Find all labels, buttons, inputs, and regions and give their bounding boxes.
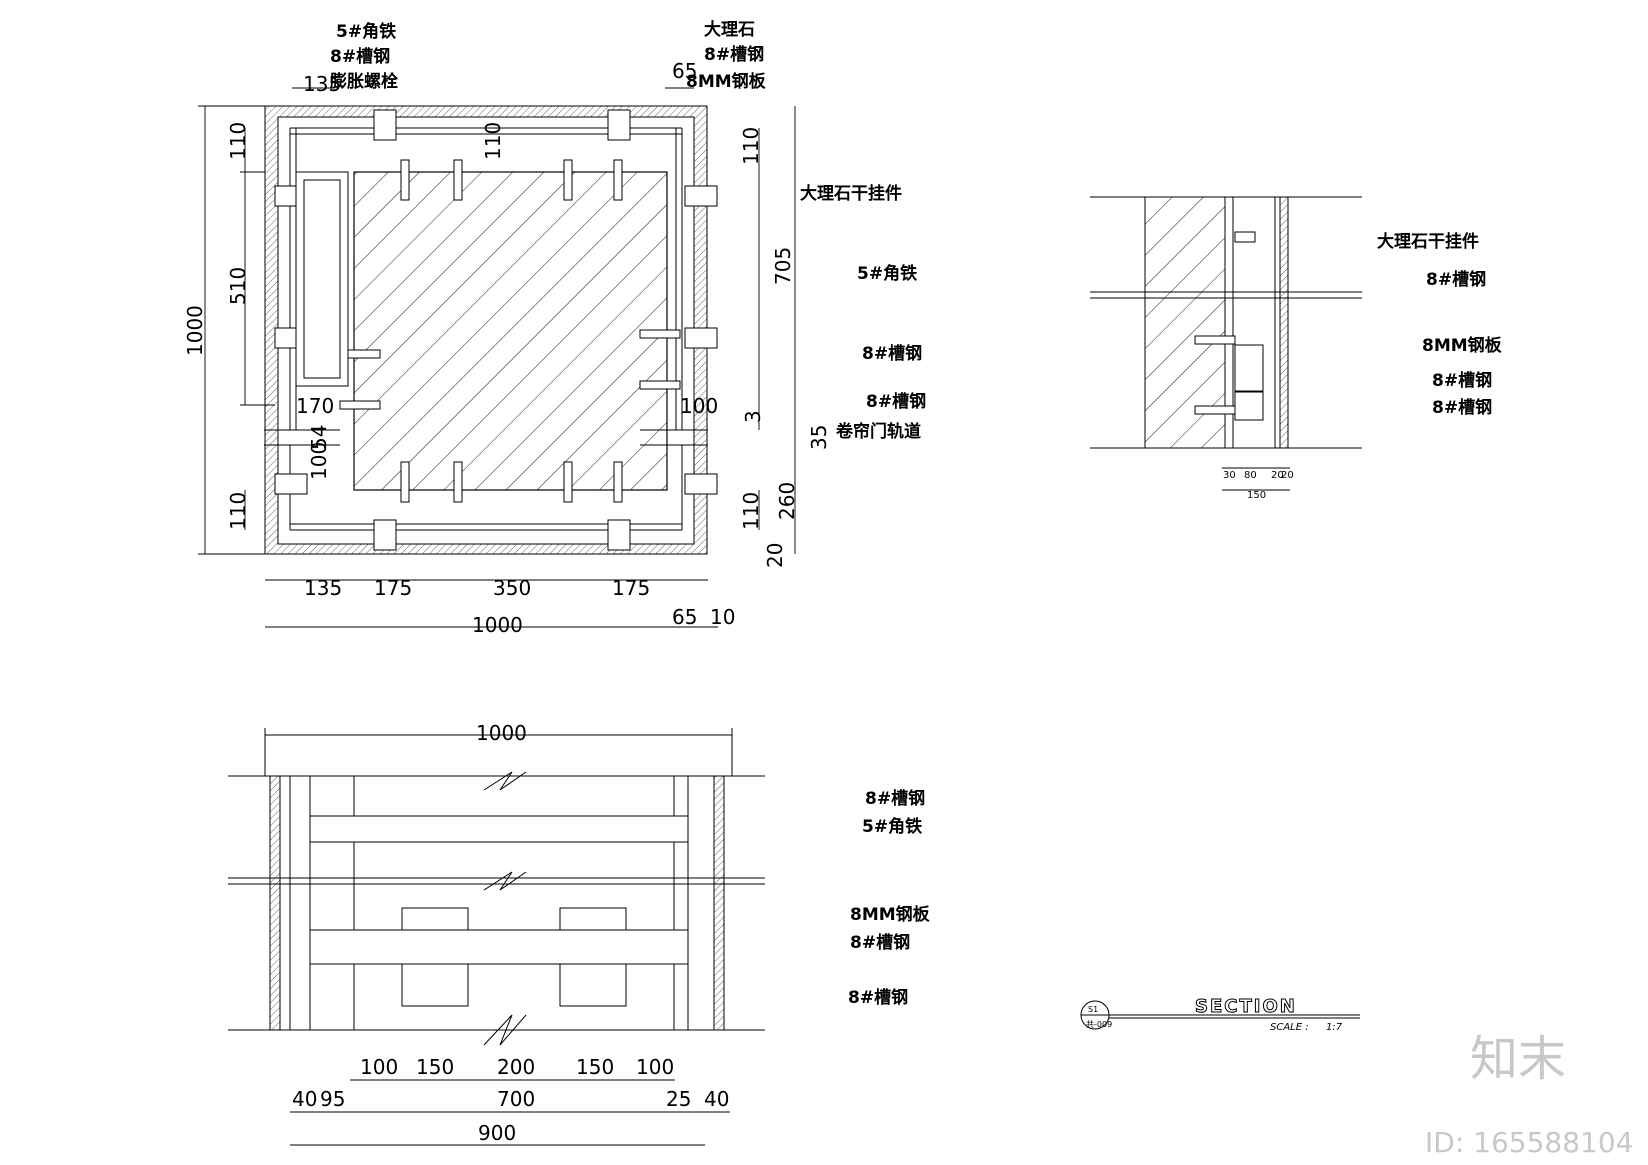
plan-bottom-dim-175-right: 175	[612, 576, 650, 600]
elevation-row2-dim-4: 25	[666, 1087, 691, 1111]
plan-left-dim-110-bottom: 110	[226, 492, 250, 530]
elevation-row2-dim-1: 40	[292, 1087, 317, 1111]
plan-right-dim-110-top: 110	[739, 127, 763, 165]
plan-top-dim-right: 65	[672, 59, 697, 83]
scale-label: SCALE :	[1270, 1022, 1309, 1033]
plan-bottom-dim-350: 350	[493, 576, 531, 600]
section-label-plate: 8MM钢板	[1422, 335, 1503, 356]
elevation-row1-dim-4: 150	[576, 1055, 614, 1079]
plan-top-dim-left: 135	[303, 72, 341, 96]
plan-right-dim-705: 705	[771, 247, 795, 285]
plan-right-dim-260: 260	[775, 482, 799, 520]
section-label-channel-2: 8#槽钢	[1432, 370, 1492, 391]
title-bubble-bottom: 共-009	[1086, 1020, 1112, 1029]
plan-right-dim-20: 20	[763, 543, 787, 568]
plan-right-dim-3: 3	[741, 410, 765, 423]
section-detail	[1090, 196, 1362, 491]
elevation-bottom-total: 900	[478, 1121, 516, 1145]
plan-view	[264, 105, 718, 555]
plan-bottom-dim-175-left: 175	[374, 576, 412, 600]
elevation-top-total: 1000	[476, 721, 527, 745]
watermark-logo: 知末	[1470, 1031, 1566, 1087]
plan-left-dim-510: 510	[226, 267, 250, 305]
plan-side-label-rail: 卷帘门轨道	[835, 421, 921, 442]
drawing-title: SECTION	[1195, 996, 1297, 1017]
section-dim-80: 80	[1244, 470, 1257, 481]
plan-top-left-label-3: 膨胀螺栓	[330, 71, 398, 92]
plan-bottom-dim-135: 135	[304, 576, 342, 600]
plan-top-right-label-1: 大理石	[704, 19, 755, 40]
section-dim-20-a: 20	[1271, 470, 1284, 481]
plan-top-left-label-1: 5#角铁	[336, 21, 396, 42]
section-dim-30: 30	[1223, 470, 1236, 481]
plan-right-dim-110-bottom: 110	[739, 492, 763, 530]
section-text: 大理石干挂件 8#槽钢 8MM钢板 8#槽钢 8#槽钢 30 80 20 20 …	[1223, 231, 1503, 501]
plan-side-label-channel-2: 8#槽钢	[866, 391, 926, 412]
plan-left-dim-110-top: 110	[226, 122, 250, 160]
scale-value: 1:7	[1326, 1022, 1343, 1033]
title-block-text: S1 共-009 SECTION SCALE : 1:7	[1086, 996, 1343, 1034]
plan-text: 5#角铁 8#槽钢 膨胀螺栓 大理石 8#槽钢 8MM钢板 135 65 110…	[183, 19, 926, 637]
plan-bottom-total: 1000	[472, 613, 523, 637]
plan-top-left-label-2: 8#槽钢	[330, 46, 390, 67]
elevation-row2-dim-2: 95	[320, 1087, 345, 1111]
section-label-channel-1: 8#槽钢	[1426, 269, 1486, 290]
elevation-label-channel-3: 8#槽钢	[848, 987, 908, 1008]
plan-inner-dim-110: 110	[481, 122, 505, 160]
elevation-label-channel-1: 8#槽钢	[865, 788, 925, 809]
elevation-row2-dim-3: 700	[497, 1087, 535, 1111]
elevation-label-channel-2: 8#槽钢	[850, 932, 910, 953]
plan-side-label-angle: 5#角铁	[857, 263, 917, 284]
plan-left-dim-1000: 1000	[183, 305, 207, 356]
elevation-row1-dim-3: 200	[497, 1055, 535, 1079]
title-bubble-top: S1	[1088, 1005, 1098, 1014]
plan-side-label-channel-1: 8#槽钢	[862, 343, 922, 364]
elevation-row1-dim-2: 150	[416, 1055, 454, 1079]
elevation-row1-dim-1: 100	[360, 1055, 398, 1079]
plan-top-right-label-3: 8MM钢板	[686, 71, 767, 92]
plan-bottom-dim-10: 10	[710, 605, 735, 629]
plan-right-dim-35: 35	[807, 425, 831, 450]
plan-side-label-clip: 大理石干挂件	[800, 183, 902, 204]
title-block	[1080, 1000, 1360, 1030]
plan-top-right-label-2: 8#槽钢	[704, 44, 764, 65]
plan-left-dim-170: 170	[296, 394, 334, 418]
plan-bottom-dim-65: 65	[672, 605, 697, 629]
elevation-label-angle: 5#角铁	[862, 816, 922, 837]
elevation-label-plate: 8MM钢板	[850, 904, 931, 925]
watermark-id: ID: 165588104	[1425, 1126, 1633, 1159]
plan-dimension-lines	[198, 87, 796, 628]
plan-inner-dim-100: 100	[680, 394, 718, 418]
section-label-clip: 大理石干挂件	[1377, 231, 1479, 252]
section-dim-total: 150	[1247, 490, 1266, 501]
elevation-text: 1000 8#槽钢 5#角铁 8MM钢板 8#槽钢 8#槽钢 100 150 2…	[292, 721, 931, 1145]
watermark: 知末 ID: 165588104	[1425, 1031, 1633, 1159]
elevation-row1-dim-5: 100	[636, 1055, 674, 1079]
section-label-channel-3: 8#槽钢	[1432, 397, 1492, 418]
elevation-row2-dim-5: 40	[704, 1087, 729, 1111]
section-dim-20-b: 20	[1281, 470, 1294, 481]
plan-left-dim-54: 54	[307, 425, 331, 450]
elevation-view	[228, 728, 765, 1146]
plan-left-dim-100: 100	[307, 442, 331, 480]
